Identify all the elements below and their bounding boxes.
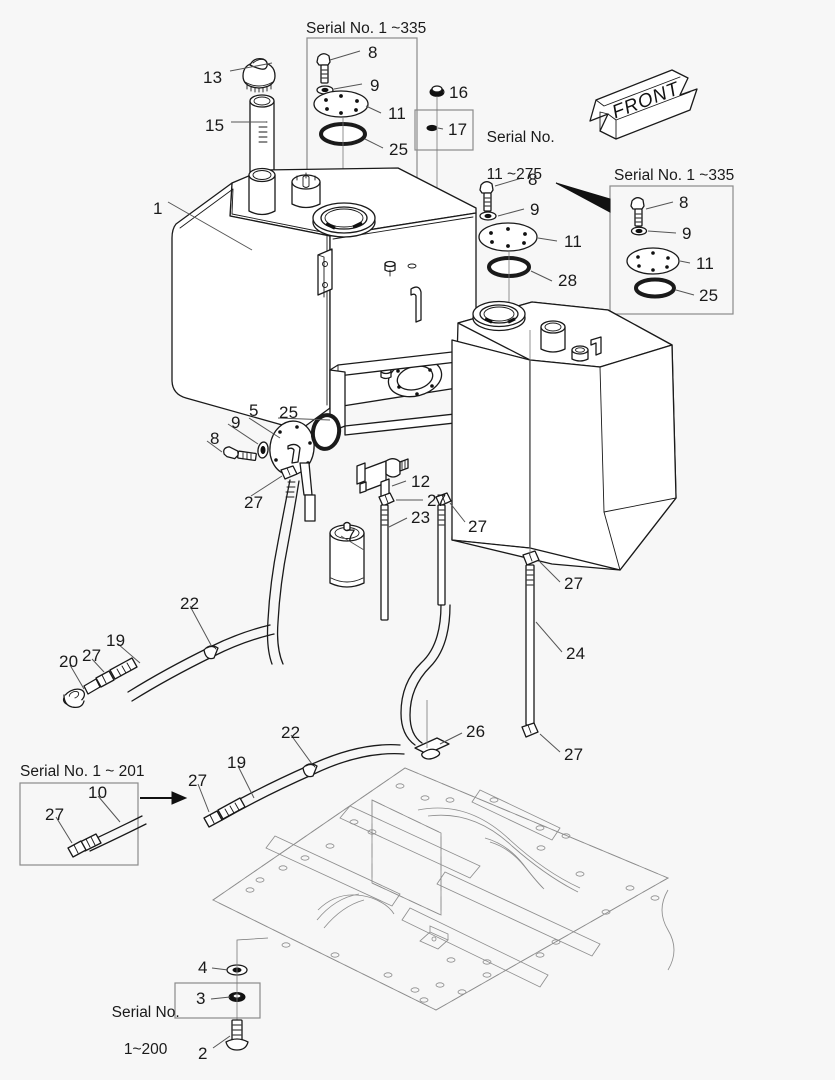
callout-8b: 8: [528, 170, 538, 189]
mount-bracket-26: [414, 700, 450, 760]
front-arrow: FRONT: [589, 69, 698, 140]
serial-box-top-right: [609, 185, 734, 315]
wedge-pointer: [555, 182, 611, 213]
callout-5: 5: [249, 401, 259, 420]
serial-label-bottom-mid: Serial No. 1~200: [103, 985, 180, 1059]
chassis-floor: [212, 767, 675, 1011]
callout-1: 1: [153, 199, 163, 218]
serial-label-top-mid-l2: 11 ~275: [486, 165, 542, 183]
detail-group-top-right: [626, 197, 680, 299]
callout-12: 12: [411, 472, 431, 491]
serial-label-top-right: Serial No. 1 ~335: [614, 167, 735, 184]
callout-27g: 27: [188, 771, 208, 790]
callout-9b: 9: [530, 200, 540, 219]
callout-11a: 11: [388, 104, 407, 123]
callout-22b: 22: [281, 723, 301, 742]
fuel-cock-12: [356, 458, 409, 501]
callout-27h: 27: [45, 805, 65, 824]
callout-27f: 27: [82, 646, 102, 665]
callout-27a: 27: [244, 493, 264, 512]
tie-rod-23: [378, 492, 395, 621]
callout-9d: 9: [231, 413, 241, 432]
callout-9c: 9: [682, 224, 692, 243]
callout-25c: 25: [699, 286, 719, 305]
callout-19a: 19: [106, 631, 126, 650]
serial-box-top-mid: [414, 109, 474, 151]
callout-27c: 27: [468, 517, 488, 536]
bottom-fasteners: [225, 937, 269, 1051]
detail-group-top-left: [313, 53, 369, 225]
detail-group-bottom-left: [67, 815, 147, 858]
fuel-hose-upper: [62, 624, 275, 709]
callout-11b: 11: [564, 232, 583, 251]
serial-label-bottom-left: Serial No. 1 ~ 201: [20, 763, 145, 780]
callout-27b: 27: [427, 491, 447, 510]
serial-label-bottom-mid-l1: Serial No.: [111, 1003, 180, 1021]
fuel-cap-13: [242, 57, 276, 93]
callout-25d: 25: [279, 403, 299, 422]
callout-26: 26: [466, 722, 486, 741]
callout-28: 28: [558, 271, 578, 290]
callout-27e: 27: [564, 745, 584, 764]
tie-rod-24: [521, 330, 540, 738]
callout-20: 20: [59, 652, 79, 671]
callout-15: 15: [205, 116, 225, 135]
callout-11c: 11: [696, 254, 715, 273]
callout-23: 23: [411, 508, 431, 527]
fuel-tank-main: [171, 167, 477, 431]
callout-9a: 9: [370, 76, 380, 95]
fuel-tank-right: [451, 300, 677, 571]
callout-7: 7: [346, 526, 356, 545]
callout-10: 10: [88, 783, 108, 802]
callout-8d: 8: [210, 429, 220, 448]
serial-label-top-left: Serial No. 1 ~335: [306, 20, 427, 37]
fuel-filter-7: [329, 521, 365, 588]
serial-label-bottom-mid-l2: 1~200: [123, 1040, 168, 1058]
serial-box-bottom-mid: [174, 982, 261, 1019]
fuel-hose-lower: [203, 744, 405, 828]
serial-label-top-mid: Serial No. 11 ~275: [478, 110, 555, 184]
callout-25a: 25: [389, 140, 409, 159]
callout-2: 2: [198, 1044, 208, 1063]
callout-19b: 19: [227, 753, 247, 772]
callout-24: 24: [566, 644, 586, 663]
callout-13: 13: [203, 68, 223, 87]
sender-assembly: [223, 413, 342, 665]
serial-box-bottom-left: [19, 782, 139, 866]
tie-rod-center: [400, 492, 452, 746]
callout-8c: 8: [679, 193, 689, 212]
callout-4: 4: [198, 958, 208, 977]
callout-17: 17: [448, 120, 468, 139]
strainer-15: [249, 94, 275, 180]
callout-27d: 27: [564, 574, 584, 593]
leader-lines: [55, 50, 695, 1049]
serial-label-top-mid-l1: Serial No.: [486, 128, 555, 146]
callout-22a: 22: [180, 594, 200, 613]
detail-group-mid-right: [478, 181, 538, 320]
callout-3: 3: [196, 989, 206, 1008]
callout-8a: 8: [368, 43, 378, 62]
callout-16: 16: [449, 83, 469, 102]
